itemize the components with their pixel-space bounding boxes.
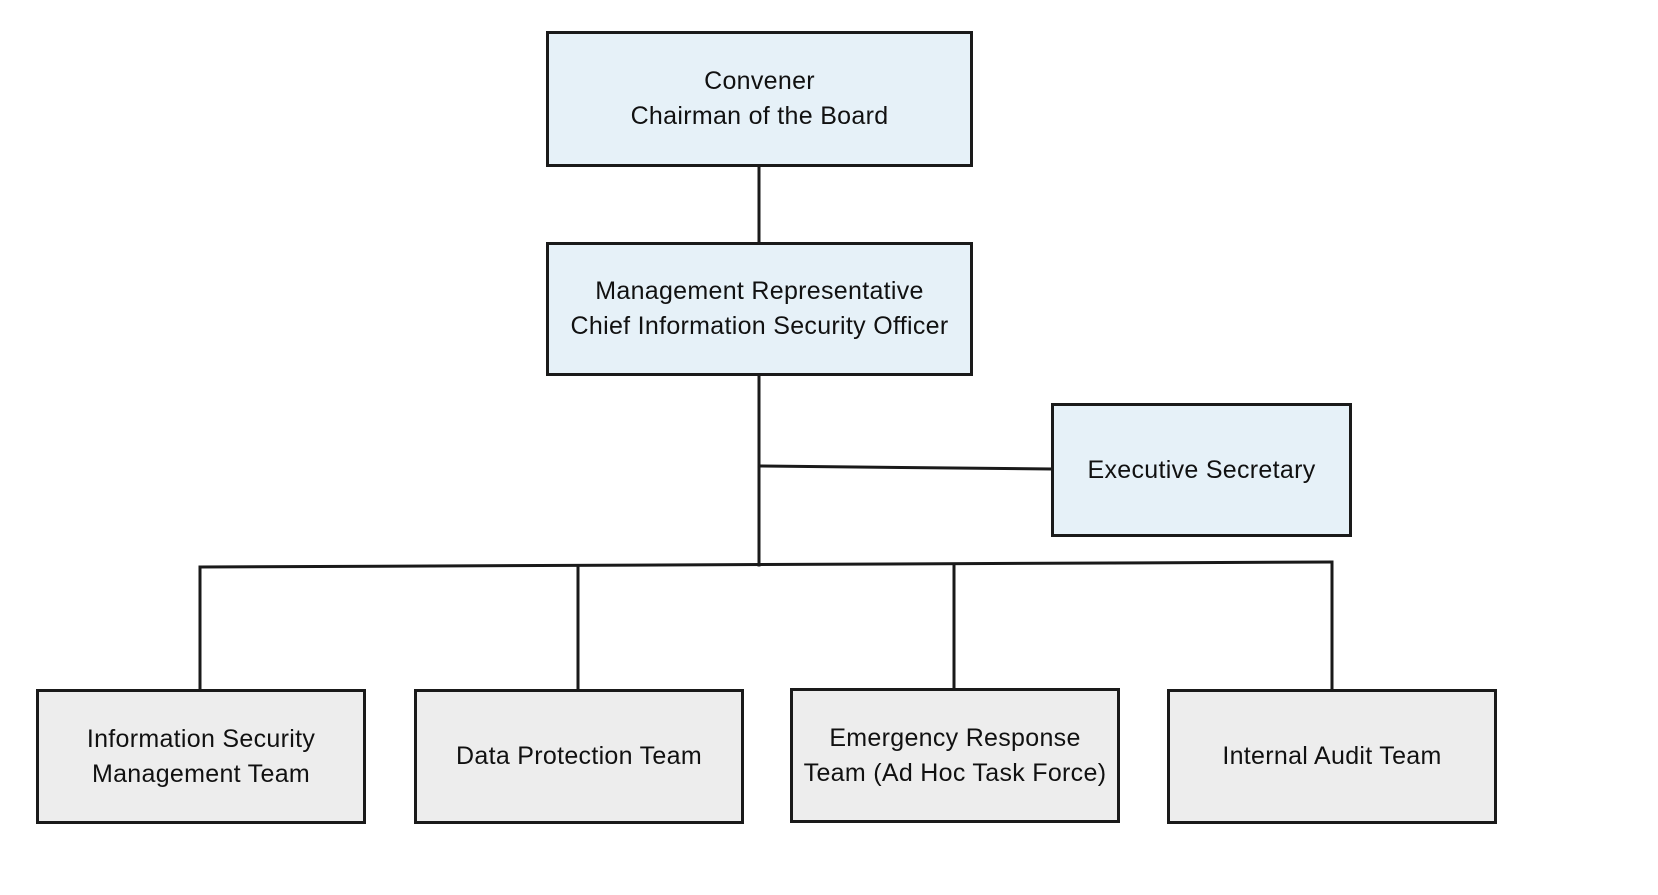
convener-box: Convener Chairman of the Board [546,31,973,167]
management-representative-box: Management Representative Chief Informat… [546,242,973,376]
internal-audit-team-box: Internal Audit Team [1167,689,1497,824]
executive-secretary-label: Executive Secretary [1087,455,1316,484]
convener-role: Chairman of the Board [630,102,889,130]
data-protection-team-box: Data Protection Team [414,689,744,824]
connector-team-bus [198,560,1334,569]
emergency-response-team-label-line2: Team (Ad Hoc Task Force) [803,758,1107,787]
internal-audit-team-label: Internal Audit Team [1222,742,1442,770]
convener-title: Convener [704,67,815,95]
data-protection-team-label: Data Protection Team [456,742,702,770]
information-security-management-team-box: Information Security Management Team [36,689,366,824]
connector-to-executive-secretary [757,464,1053,471]
emergency-response-team-box: Emergency Response Team (Ad Hoc Task For… [790,688,1120,823]
management-representative-role: Chief Information Security Officer [570,312,949,340]
executive-secretary-box: Executive Secretary [1051,403,1352,537]
information-security-management-team-label-line1: Information Security [86,724,316,753]
management-representative-title: Management Representative [595,277,924,305]
information-security-management-team-label-line2: Management Team [91,759,311,788]
emergency-response-team-label-line1: Emergency Response [829,723,1081,752]
